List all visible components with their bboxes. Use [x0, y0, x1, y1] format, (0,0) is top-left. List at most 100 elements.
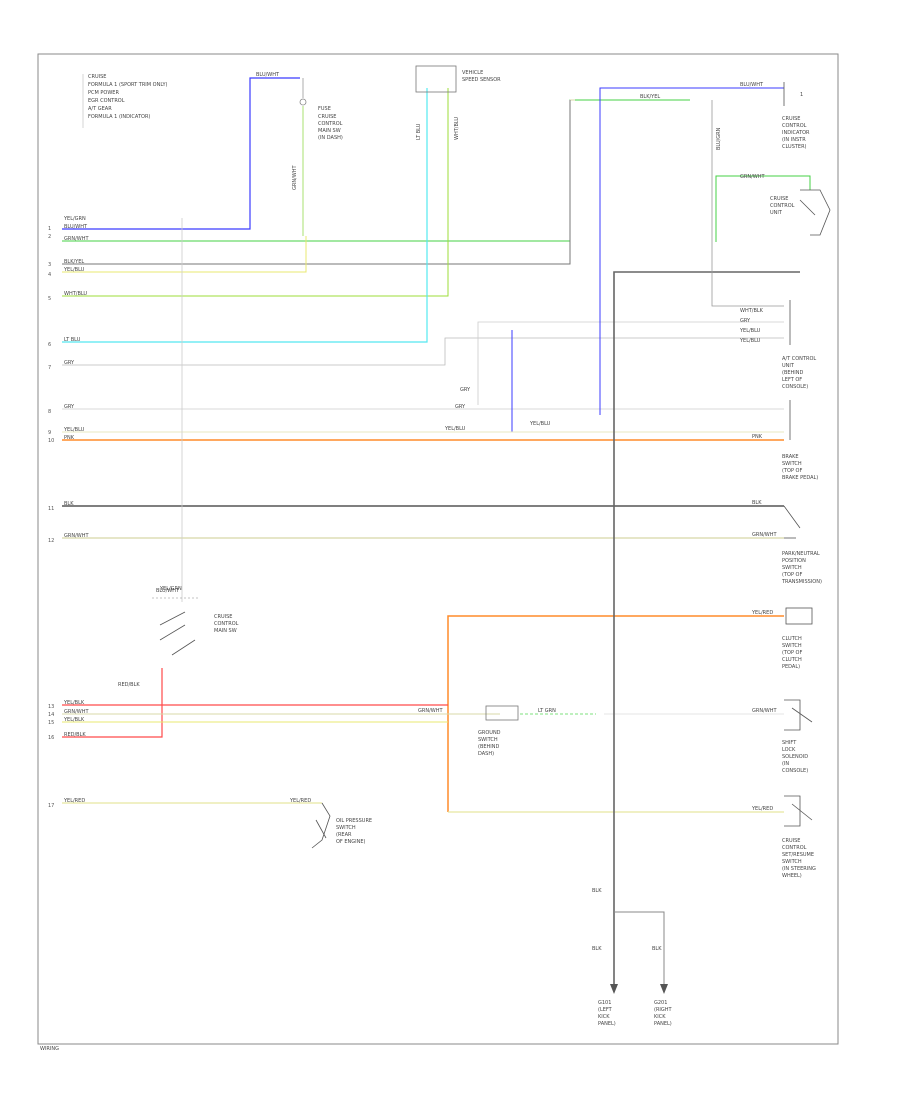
legend-item-6: FORMULA 1 (INDICATOR): [88, 114, 150, 120]
svg-text:GROUND: GROUND: [478, 730, 501, 736]
legend: CRUISE FORMULA 1 (SPORT TRIM ONLY) PCM P…: [82, 74, 168, 128]
wire-grn-right: [715, 175, 811, 242]
svg-text:SWITCH: SWITCH: [782, 461, 802, 467]
svg-text:LT BLU: LT BLU: [64, 337, 81, 343]
set-resume-switch: YEL/RED CRUISE CONTROL SET/RESUME SWITCH…: [751, 795, 816, 879]
svg-text:GRN/WHT: GRN/WHT: [418, 708, 443, 714]
svg-text:YEL/BLU: YEL/BLU: [63, 427, 85, 433]
svg-text:GRN/WHT: GRN/WHT: [752, 532, 777, 538]
svg-text:MAIN SW: MAIN SW: [214, 628, 237, 634]
brake-switch: BRAKE SWITCH (TOP OF BRAKE PEDAL): [782, 400, 818, 481]
svg-text:CRUISE: CRUISE: [782, 838, 800, 844]
wire-label-grn-wht-r: GRN/WHT: [740, 174, 765, 180]
ground-left: BLK BLK G101 (LEFT KICK PANEL): [592, 888, 618, 1027]
svg-text:SET/RESUME: SET/RESUME: [782, 852, 814, 858]
footer-label: WIRING: [40, 1046, 59, 1052]
svg-text:PEDAL): PEDAL): [782, 664, 800, 670]
svg-text:BLK: BLK: [64, 501, 74, 507]
svg-text:11: 11: [48, 506, 54, 512]
svg-text:G101: G101: [598, 1000, 611, 1006]
svg-text:SWITCH: SWITCH: [336, 825, 356, 831]
svg-text:1: 1: [48, 226, 51, 232]
svg-text:CLUSTER): CLUSTER): [782, 144, 807, 150]
svg-text:DASH): DASH): [478, 751, 494, 757]
wire-gray-right-bus: [711, 100, 784, 307]
svg-text:CRUISE: CRUISE: [214, 614, 232, 620]
wire-label-blu-r: BLU/WHT: [740, 82, 764, 88]
svg-text:(BEHIND: (BEHIND: [478, 744, 500, 750]
svg-text:SHIFT: SHIFT: [782, 740, 797, 746]
svg-text:(IN: (IN: [782, 761, 789, 767]
cruise-unit: CRUISE CONTROL UNIT: [770, 189, 831, 236]
svg-text:CONTROL: CONTROL: [782, 123, 807, 129]
svg-text:(TOP OF: (TOP OF: [782, 572, 802, 578]
svg-text:BLK: BLK: [592, 888, 602, 894]
wire-label: BLU/WHT: [256, 72, 280, 78]
svg-text:LOCK: LOCK: [782, 747, 796, 753]
svg-text:16: 16: [48, 735, 54, 741]
svg-text:KICK: KICK: [598, 1014, 610, 1020]
cruise-main-label-1: CRUISE: [318, 114, 336, 120]
wire-blu-wht-top: [62, 77, 300, 230]
ground-right: BLK G201 (RIGHT KICK PANEL): [652, 946, 673, 1027]
left-connector-labels: YEL/GRN BLU/WHT GRN/WHT 1 2 BLK/YEL YEL/…: [48, 216, 89, 809]
svg-text:GRN/WHT: GRN/WHT: [64, 236, 89, 242]
svg-text:SWITCH: SWITCH: [782, 643, 802, 649]
wire-red-2: [62, 668, 163, 738]
park-neutral-switch: BLK GRN/WHT PARK/NEUTRAL POSITION SWITCH…: [752, 500, 822, 585]
svg-text:CONTROL: CONTROL: [214, 621, 239, 627]
at-control-unit: WHT/BLK GRY YEL/BLU YEL/BLU A/T CONTROL …: [739, 300, 816, 390]
cruise-main-label-2: CONTROL: [318, 121, 343, 127]
svg-text:PARK/NEUTRAL: PARK/NEUTRAL: [782, 551, 820, 557]
svg-text:YEL/RED: YEL/RED: [751, 610, 773, 616]
wire-label-yb-c: YEL/BLU: [444, 426, 466, 432]
wire-yel-blu: [62, 236, 307, 273]
svg-text:YEL/BLK: YEL/BLK: [63, 717, 85, 723]
svg-text:BLK: BLK: [652, 946, 662, 952]
wire-gry-3: [477, 321, 784, 405]
wire-label-lime: WHT/BLU: [454, 117, 460, 140]
speed-sensor-connector: [415, 65, 457, 93]
wire-label-yb-r: YEL/BLU: [529, 421, 551, 427]
svg-text:12: 12: [48, 538, 54, 544]
svg-text:INDICATOR: INDICATOR: [782, 130, 810, 136]
svg-text:17: 17: [48, 803, 54, 809]
wire-label-pnk: PNK: [752, 434, 763, 440]
svg-text:WHT/BLK: WHT/BLK: [740, 308, 764, 314]
legend-item-4: EGR CONTROL: [88, 98, 125, 104]
svg-text:BRAKE: BRAKE: [782, 454, 799, 460]
svg-text:(BEHIND: (BEHIND: [782, 370, 804, 376]
wire-label-gry1: GRY: [455, 404, 466, 410]
svg-text:CONSOLE): CONSOLE): [782, 384, 808, 390]
svg-text:SWITCH: SWITCH: [782, 859, 802, 865]
svg-text:2: 2: [48, 234, 51, 240]
wire-label-cyan: LT BLU: [416, 123, 422, 140]
diagram-border: [37, 53, 839, 1045]
svg-text:G201: G201: [654, 1000, 667, 1006]
svg-text:13: 13: [48, 704, 54, 710]
legend-item-2: FORMULA 1 (SPORT TRIM ONLY): [88, 82, 168, 88]
wire-label-gry2: GRY: [460, 387, 471, 393]
svg-text:10: 10: [48, 438, 54, 444]
wire-label-blu-grn: BLU/GRN: [716, 127, 722, 150]
wire-label-blk-yel: BLK/YEL: [640, 94, 660, 100]
svg-text:POSITION: POSITION: [782, 558, 806, 564]
legend-item-5: A/T GEAR: [88, 106, 112, 112]
svg-text:OF ENGINE): OF ENGINE): [336, 839, 366, 845]
svg-text:CRUISE: CRUISE: [770, 196, 788, 202]
svg-text:BLU/WHT: BLU/WHT: [156, 588, 180, 594]
wire-orange: [447, 615, 784, 812]
shift-lock-solenoid: GRN/WHT SHIFT LOCK SOLENOID (IN CONSOLE): [752, 699, 813, 774]
svg-text:8: 8: [48, 409, 51, 415]
svg-text:GRN/WHT: GRN/WHT: [752, 708, 777, 714]
wire-wht-blu: [62, 88, 449, 297]
svg-text:(REAR: (REAR: [336, 832, 352, 838]
cruise-main-label-4: (IN DASH): [318, 135, 343, 141]
svg-text:RED/BLK: RED/BLK: [64, 732, 86, 738]
svg-text:(LEFT: (LEFT: [598, 1007, 613, 1013]
svg-text:(IN STEERING: (IN STEERING: [782, 866, 816, 872]
svg-text:RED/BLK: RED/BLK: [118, 682, 140, 688]
svg-text:4: 4: [48, 272, 51, 278]
svg-text:WHT/BLU: WHT/BLU: [64, 291, 87, 297]
svg-text:(RIGHT: (RIGHT: [654, 1007, 673, 1013]
